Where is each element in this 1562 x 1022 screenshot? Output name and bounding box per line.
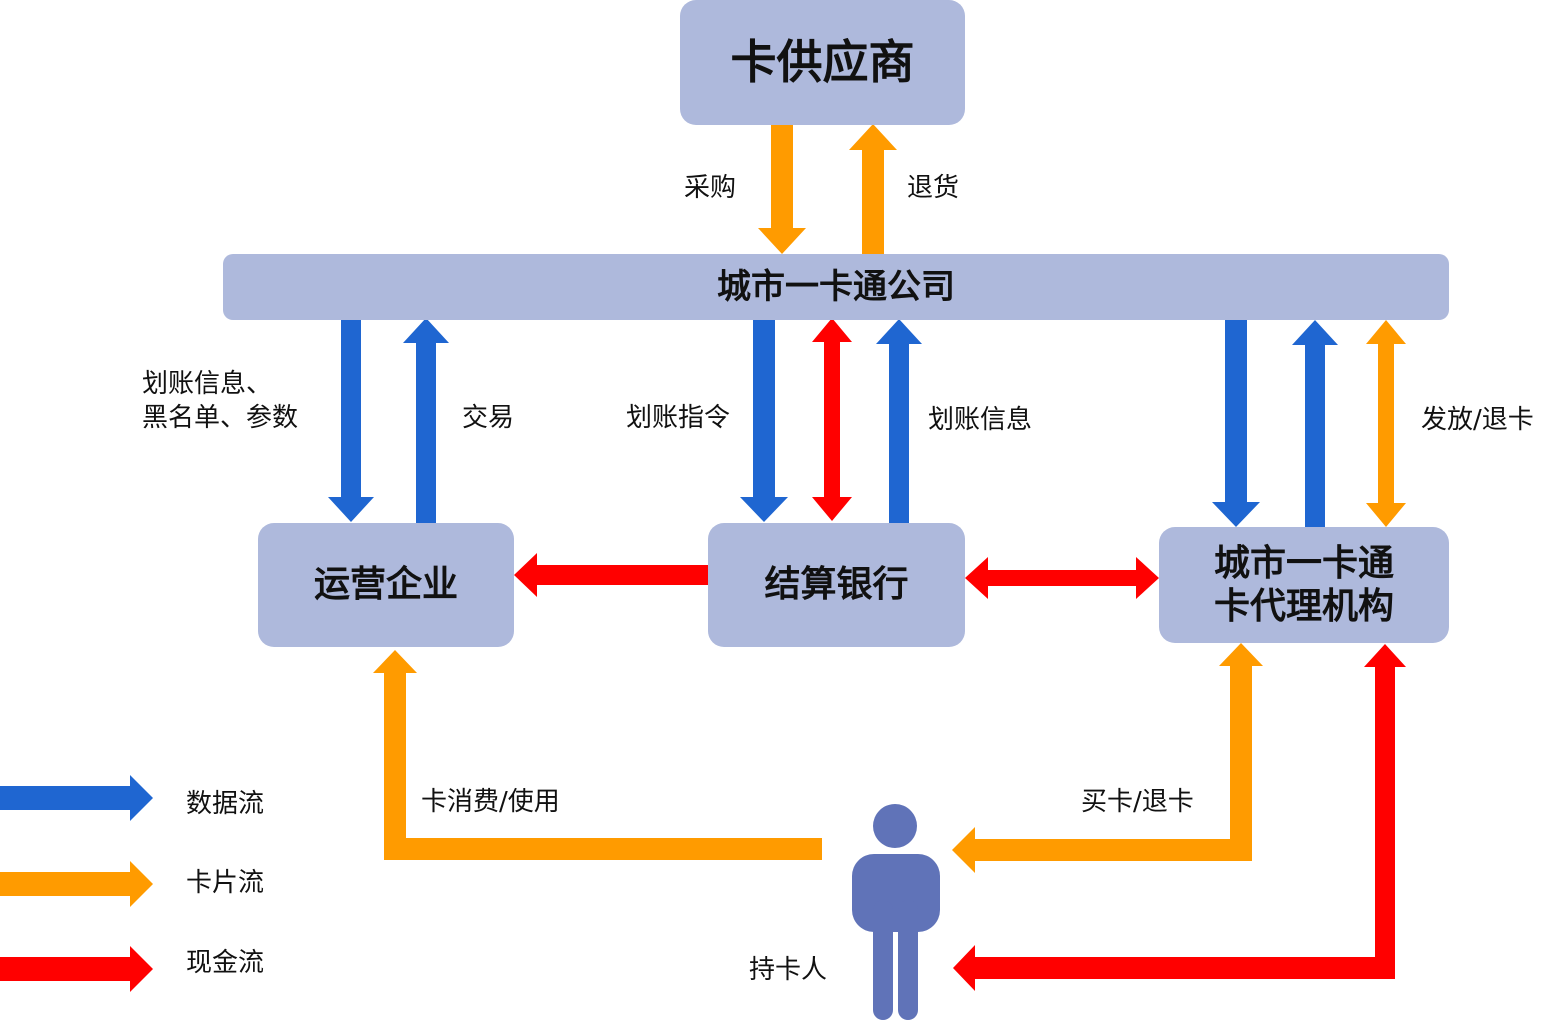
node-card-agent: 城市一卡通 卡代理机构	[1159, 527, 1449, 643]
arrow-issue-return	[1366, 320, 1406, 527]
person-icon	[852, 804, 940, 1020]
label-card-holder: 持卡人	[749, 955, 828, 985]
node-card-supplier-label: 卡供应商	[730, 34, 915, 89]
node-city-card-company-label: 城市一卡通公司	[717, 266, 955, 307]
legend-label-data-flow: 数据流	[186, 789, 265, 819]
node-city-card-company: 城市一卡通公司	[223, 254, 1449, 320]
legend-arrow-data-flow	[0, 775, 153, 821]
label-return-goods: 退货	[907, 173, 960, 203]
node-card-supplier: 卡供应商	[680, 0, 965, 125]
arrow-company-agent-data	[1212, 320, 1260, 527]
node-operator: 运营企业	[258, 523, 514, 647]
label-transfer-order: 划账指令	[626, 403, 731, 433]
label-card-use: 卡消费/使用	[421, 787, 560, 817]
arrow-buy-return	[952, 643, 1263, 873]
arrow-card-use	[373, 650, 822, 860]
label-issue-return: 发放/退卡	[1421, 405, 1534, 435]
label-transaction: 交易	[462, 403, 515, 433]
node-settlement-bank: 结算银行	[708, 523, 965, 647]
legend-label-card-flow: 卡片流	[186, 868, 265, 898]
arrow-bank-agent-cash	[965, 557, 1159, 599]
arrow-agent-company-data	[1292, 320, 1338, 527]
label-purchase: 采购	[684, 173, 737, 203]
arrow-purchase	[758, 125, 806, 254]
arrow-return-goods	[849, 124, 897, 254]
arrow-transfer-info	[876, 319, 922, 523]
arrow-transfer-info-blacklist	[328, 320, 374, 522]
legend-arrow-cash-flow	[0, 946, 153, 992]
label-transfer-info-blacklist-line1: 划账信息、	[142, 369, 273, 399]
arrow-transaction	[403, 318, 449, 523]
node-card-agent-label-line1: 城市一卡通	[1213, 542, 1394, 584]
label-transfer-info-blacklist: 划账信息、 黑名单、参数	[142, 368, 298, 436]
legend-arrow-card-flow	[0, 861, 153, 907]
label-buy-return: 买卡/退卡	[1081, 787, 1194, 817]
legend-label-cash-flow: 现金流	[186, 948, 265, 978]
label-transfer-info-blacklist-line2: 黑名单、参数	[142, 402, 299, 433]
arrow-transfer-order	[740, 320, 788, 522]
node-operator-label: 运营企业	[313, 564, 458, 606]
arrow-bank-company-cash	[812, 318, 852, 521]
arrow-bank-operator-cash	[514, 553, 708, 597]
label-transfer-info: 划账信息	[928, 405, 1033, 435]
node-card-agent-label-line2: 卡代理机构	[1213, 586, 1394, 627]
node-settlement-bank-label: 结算银行	[764, 564, 909, 606]
